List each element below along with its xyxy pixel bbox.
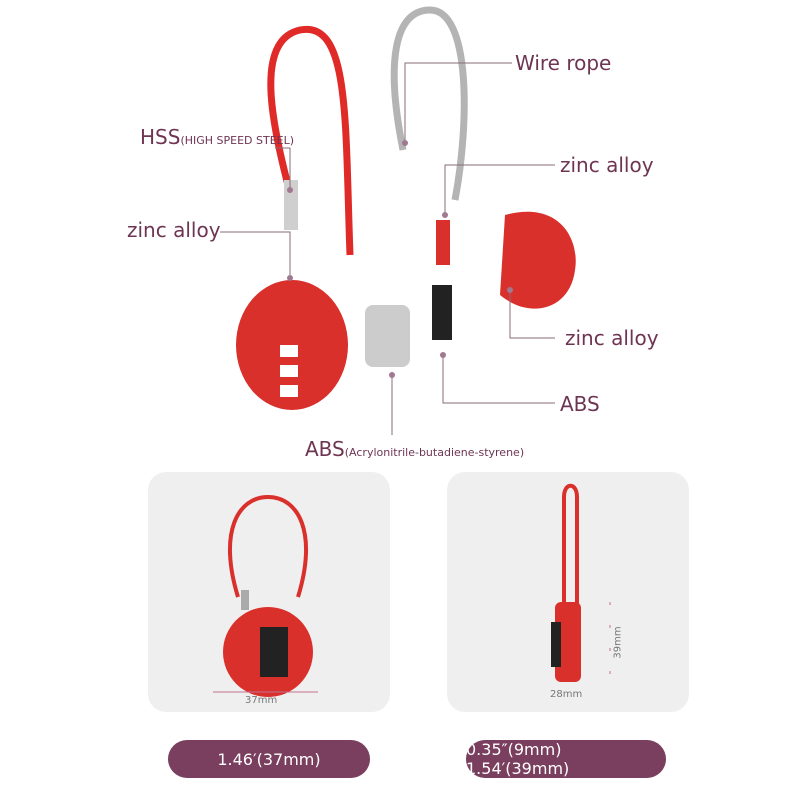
lock-front-image: [213, 494, 318, 697]
dimension-39mm: 39mm: [612, 626, 624, 659]
abs-core: [432, 285, 452, 340]
size-pill-right: 0.35″(9mm) 1.54′(39mm): [466, 740, 666, 778]
combination-dials: [365, 305, 410, 367]
abs-subtext: (Acrylonitrile-butadiene-styrene): [344, 446, 525, 459]
dimension-37mm: 37mm: [245, 695, 278, 706]
label-hss: HSS(HIGH SPEED STEEL): [140, 125, 294, 149]
size-pill-left: 1.46′(37mm): [168, 740, 370, 778]
abs-text: ABS: [305, 437, 345, 461]
hss-subtext: (HIGH SPEED STEEL): [180, 134, 295, 147]
shackle-end: [284, 180, 298, 230]
panel-side-view: 28mm 39mm: [447, 472, 689, 712]
label-zinc-alloy-left: zinc alloy: [127, 218, 221, 242]
hss-text: HSS: [140, 125, 181, 149]
lock-housing-right: [500, 211, 576, 309]
label-abs-right: ABS: [560, 392, 600, 416]
wire-rope: [390, 6, 468, 201]
panel-front-view: 37mm: [148, 472, 390, 712]
label-abs-bottom: ABS(Acrylonitrile-butadiene-styrene): [305, 437, 524, 461]
lock-side-image: [551, 483, 611, 687]
label-zinc-alloy-top-right: zinc alloy: [560, 153, 654, 177]
label-zinc-alloy-bottom-right: zinc alloy: [565, 326, 659, 350]
dimension-28mm: 28mm: [550, 689, 583, 700]
label-wire-rope: Wire rope: [515, 51, 612, 75]
hss-shackle: [267, 25, 354, 256]
